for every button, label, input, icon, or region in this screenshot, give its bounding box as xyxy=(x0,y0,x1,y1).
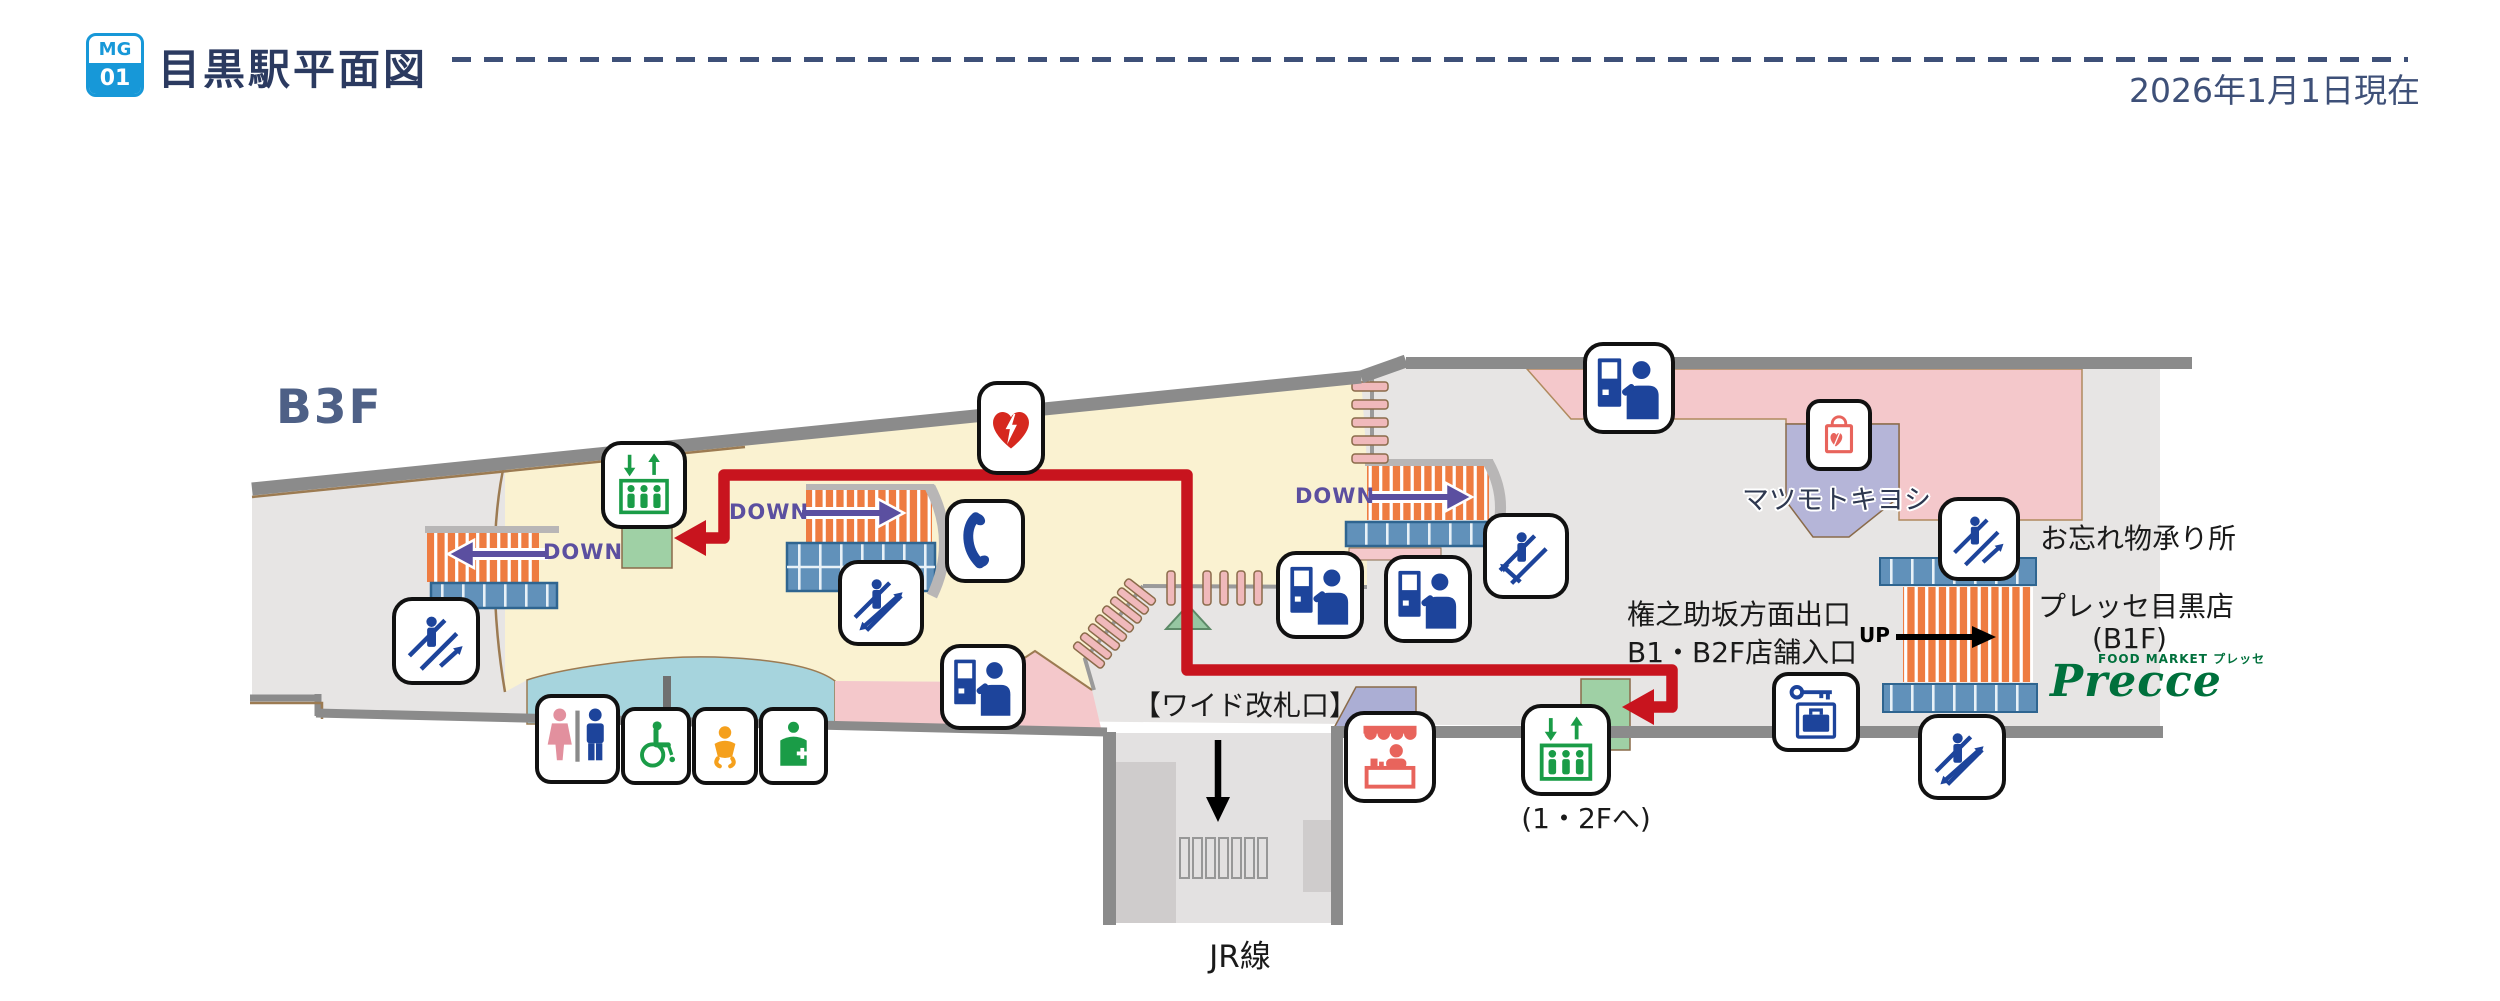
kiosk-icon xyxy=(1344,711,1436,803)
as-of-date: 2026年1月1日現在 xyxy=(2129,71,2420,110)
elevator-right-icon xyxy=(1521,704,1611,796)
page-title: 目黒駅平面図 xyxy=(158,45,429,94)
toilet-icon xyxy=(535,694,620,784)
precce-logo: Precce xyxy=(2050,656,2222,707)
precce-store-name-label: プレッセ目黒店 xyxy=(2038,590,2235,623)
gonnosuke-exit-label: 権之助坂方面出口 xyxy=(1627,598,1852,631)
ticket-machine-gate-right-icon xyxy=(1384,555,1472,643)
lost-and-found-icon xyxy=(1772,672,1860,752)
title-dashed-rule xyxy=(452,57,2408,62)
up-arrow-black xyxy=(1896,626,1996,648)
wheelchair-toilet-icon xyxy=(621,707,691,785)
floor-label: B3F xyxy=(276,380,383,435)
paid-area xyxy=(505,377,1367,692)
escalator-gate-icon xyxy=(1483,513,1569,599)
down-label-left: DOWN xyxy=(543,540,624,564)
precce-logo-subtext: FOOD MARKET プレッセ xyxy=(2098,652,2266,666)
line-badge-number: 01 xyxy=(89,62,141,94)
drugstore-icon xyxy=(1806,399,1872,471)
down-label-right: DOWN xyxy=(1295,484,1376,508)
ticket-machine-north-icon xyxy=(1583,342,1675,434)
lost-and-found-label: お忘れ物承り所 xyxy=(2040,522,2237,555)
wide-gate-label: 【ワイド改札口】 xyxy=(1133,689,1358,722)
first-aid-icon xyxy=(759,707,828,785)
elevator-left-icon xyxy=(601,441,687,529)
line-badge-code: MG xyxy=(98,38,132,60)
down-arrow-center xyxy=(800,496,907,530)
elevator-destination-label: (1・2Fへ) xyxy=(1521,802,1651,835)
escalator-upper-right-icon xyxy=(1938,497,2020,581)
aed-icon xyxy=(977,381,1045,475)
escalator-center-icon xyxy=(838,560,924,646)
down-arrow-right xyxy=(1368,480,1475,514)
down-arrow-left xyxy=(445,537,548,571)
line-badge: MG 01 xyxy=(86,33,144,97)
up-label: UP xyxy=(1859,623,1890,647)
escalator-left-icon xyxy=(392,597,480,685)
matsumotokiyoshi-label: マツモトキヨシ xyxy=(1742,485,1931,516)
ticket-machine-gate-left-icon xyxy=(1276,551,1364,639)
escalator-lower-right-icon xyxy=(1918,714,2006,800)
gonnosuke-entrance-label: B1・B2F店舗入口 xyxy=(1627,636,1858,669)
public-phone-icon xyxy=(945,499,1025,583)
down-label-center: DOWN xyxy=(729,500,810,524)
precce-store-floor-label: (B1F) xyxy=(2092,622,2167,655)
elevator-shaft-left xyxy=(621,525,673,569)
jr-line-label: JR線 xyxy=(1209,939,1271,975)
baby-room-icon xyxy=(692,707,758,785)
ticket-machine-center-icon xyxy=(940,644,1026,730)
route-arrow xyxy=(674,469,1678,725)
jr-direction-arrow xyxy=(1206,740,1230,822)
